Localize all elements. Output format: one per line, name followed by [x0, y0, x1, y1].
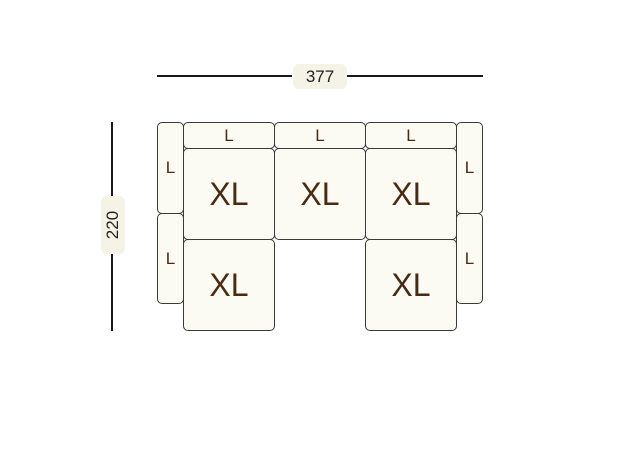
seat-cushion-3: XL [365, 148, 457, 240]
seat-cushion-1: XL [183, 148, 275, 240]
height-dimension-label: 220 [101, 196, 125, 254]
height-dimension-line-bottom [111, 254, 113, 331]
height-dimension-text: 220 [103, 210, 122, 240]
left-arm-cushion-upper: L [157, 122, 184, 214]
seat-cushion-4: XL [183, 239, 275, 331]
seat-cushion-2: XL [274, 148, 366, 240]
back-cushion-2: L [274, 122, 366, 149]
height-dimension-line-top [111, 122, 113, 196]
right-arm-cushion-lower: L [456, 213, 483, 304]
seat-cushion-5: XL [365, 239, 457, 331]
width-dimension-line-left [157, 75, 292, 77]
right-arm-cushion-upper: L [456, 122, 483, 214]
back-cushion-1: L [183, 122, 275, 149]
back-cushion-3: L [365, 122, 457, 149]
width-dimension-line-right [347, 75, 483, 77]
width-dimension-label: 377 [293, 64, 347, 89]
left-arm-cushion-lower: L [157, 213, 184, 304]
